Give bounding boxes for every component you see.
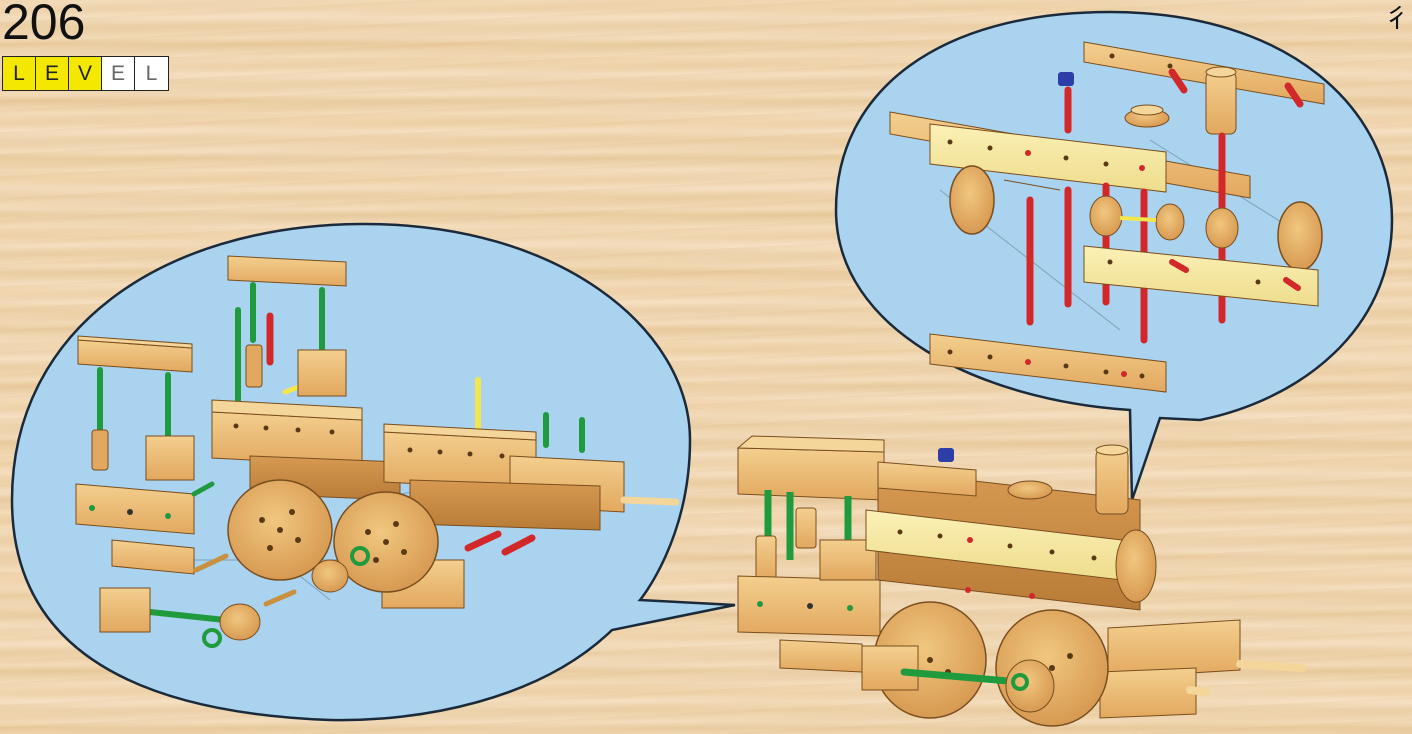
exploded-view-undercarriage-right — [836, 12, 1392, 500]
exploded-view-locomotive-left — [12, 224, 735, 720]
assembled-locomotive — [738, 436, 1302, 726]
